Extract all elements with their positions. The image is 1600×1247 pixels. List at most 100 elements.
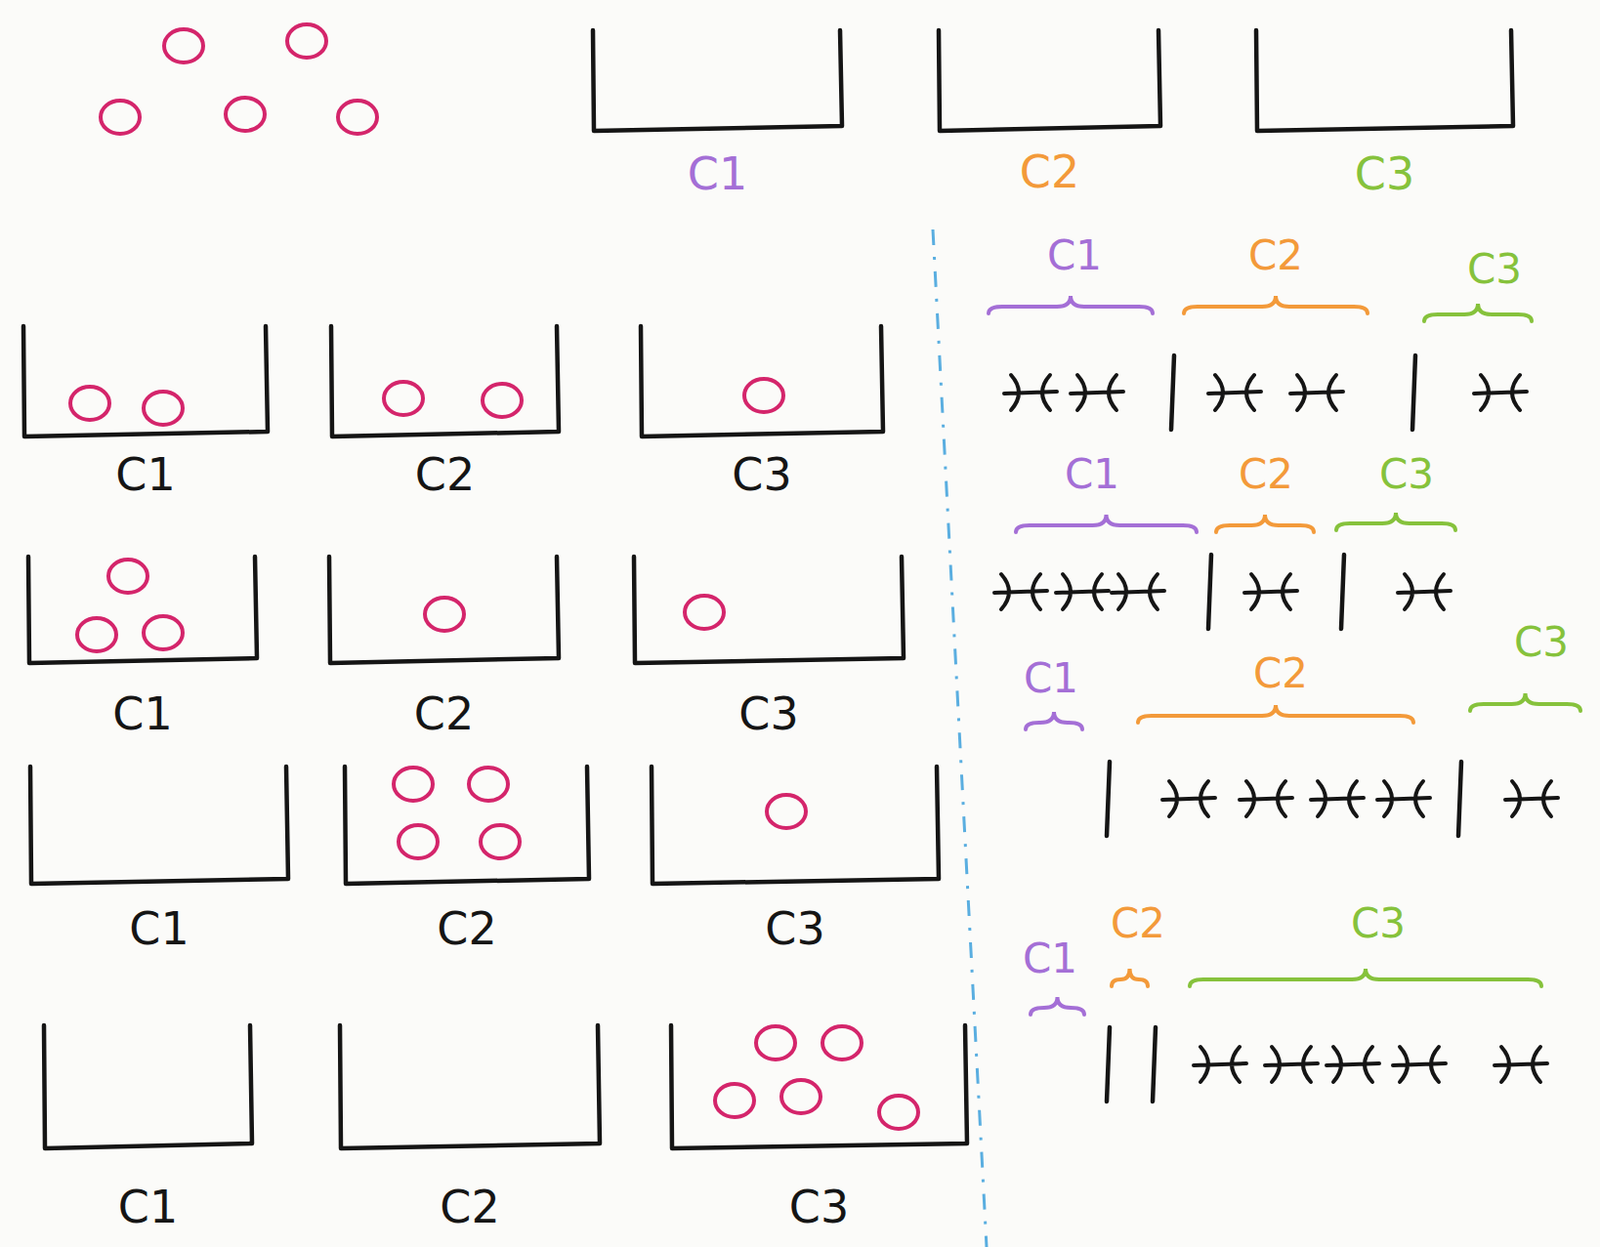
bin-shape xyxy=(30,766,289,885)
bin: C3 xyxy=(648,766,942,954)
brace xyxy=(1111,968,1148,987)
bin-outline xyxy=(668,1025,970,1149)
ball xyxy=(225,97,265,131)
bin-outline xyxy=(631,556,907,664)
star-symbol xyxy=(994,574,1048,610)
bin: C2 xyxy=(341,766,592,954)
bin-outline xyxy=(25,556,260,664)
brace-label: C2 xyxy=(1253,653,1308,695)
brace-label: C3 xyxy=(1514,622,1569,664)
bin-label: C3 xyxy=(738,691,799,737)
star-symbol xyxy=(1290,375,1344,411)
ball xyxy=(482,383,522,418)
bin: C2 xyxy=(336,1025,603,1232)
bar-symbol xyxy=(1152,1027,1156,1102)
bin-outline xyxy=(1253,30,1516,131)
star-symbol xyxy=(1070,375,1124,411)
bar-symbol xyxy=(1341,554,1345,630)
ball xyxy=(468,767,508,801)
bar-symbol xyxy=(1106,1027,1110,1102)
ball xyxy=(337,100,378,134)
ball xyxy=(756,1026,796,1060)
brace xyxy=(1424,303,1532,322)
brace-label: C3 xyxy=(1350,903,1406,945)
brace xyxy=(1137,705,1414,723)
brace xyxy=(1470,693,1581,712)
bin: C2 xyxy=(326,556,562,739)
bin-outline xyxy=(41,1025,255,1149)
bin-label: C2 xyxy=(439,1184,500,1230)
brace-label: C1 xyxy=(1023,658,1079,700)
brace-label: C2 xyxy=(1238,454,1294,496)
star-symbol xyxy=(1473,375,1527,411)
bin-shape xyxy=(671,1025,968,1149)
bin-label: C2 xyxy=(436,906,497,952)
star-symbol xyxy=(1326,1047,1380,1083)
bin-outline xyxy=(637,326,886,437)
star-symbol xyxy=(1377,781,1431,817)
star-symbol xyxy=(1193,1047,1247,1083)
brace xyxy=(1015,514,1197,533)
ball xyxy=(383,381,423,416)
brace-label: C3 xyxy=(1467,249,1522,291)
ball xyxy=(424,597,464,632)
star-symbol xyxy=(1264,1047,1318,1083)
ball xyxy=(143,616,183,650)
star-symbol xyxy=(1111,574,1165,610)
bin-shape xyxy=(28,556,257,664)
bin-shape xyxy=(651,766,939,885)
bin-shape xyxy=(938,30,1161,131)
bin: C1 xyxy=(41,1025,255,1232)
star-symbol xyxy=(1004,375,1057,411)
ball xyxy=(480,825,520,859)
bar-symbol xyxy=(1171,355,1175,430)
ball xyxy=(393,767,433,801)
brace xyxy=(988,295,1153,314)
ball xyxy=(164,29,204,63)
bin-shape xyxy=(43,1025,253,1149)
ball xyxy=(77,618,117,652)
bin-outline xyxy=(328,326,562,437)
bin-shape xyxy=(1256,30,1514,131)
brace-label: C2 xyxy=(1248,235,1304,277)
brace xyxy=(1030,997,1085,1015)
bin-shape xyxy=(329,556,559,664)
brace-label: C1 xyxy=(1064,454,1120,496)
bin: C3 xyxy=(637,326,886,500)
bin-label: C2 xyxy=(414,691,474,737)
bar-symbol xyxy=(1458,761,1462,837)
divider-line xyxy=(932,229,987,1247)
brace-label: C2 xyxy=(1110,903,1166,945)
star-symbol xyxy=(1310,781,1364,817)
star-symbol xyxy=(1244,574,1298,610)
ball xyxy=(684,595,724,630)
bin-label: C3 xyxy=(764,906,825,952)
bin: C1 xyxy=(20,326,271,500)
star-symbol xyxy=(1162,781,1216,817)
ball xyxy=(70,386,110,421)
brace xyxy=(1189,968,1542,987)
ball xyxy=(781,1080,821,1114)
bin-outline xyxy=(336,1025,603,1149)
bin-outline xyxy=(648,766,942,885)
bin-outline xyxy=(935,30,1164,131)
bin-label: C1 xyxy=(115,452,175,498)
brace-label: C3 xyxy=(1379,454,1434,496)
bin-shape xyxy=(640,326,884,437)
bin: C3 xyxy=(1253,30,1516,199)
bin-outline xyxy=(589,30,845,131)
bin: C3 xyxy=(668,1025,970,1232)
bin-label: C3 xyxy=(789,1184,849,1230)
bin-shape xyxy=(592,30,843,131)
bin-label: C3 xyxy=(1354,151,1415,197)
star-symbol xyxy=(1505,781,1558,817)
bin: C3 xyxy=(631,556,907,739)
star-symbol xyxy=(1494,1047,1548,1083)
bin-shape xyxy=(344,766,590,885)
bin-outline xyxy=(341,766,592,885)
ball xyxy=(766,795,806,829)
bin-outline xyxy=(326,556,562,664)
ball xyxy=(398,825,438,859)
brace xyxy=(1336,512,1456,531)
ball xyxy=(822,1026,862,1060)
